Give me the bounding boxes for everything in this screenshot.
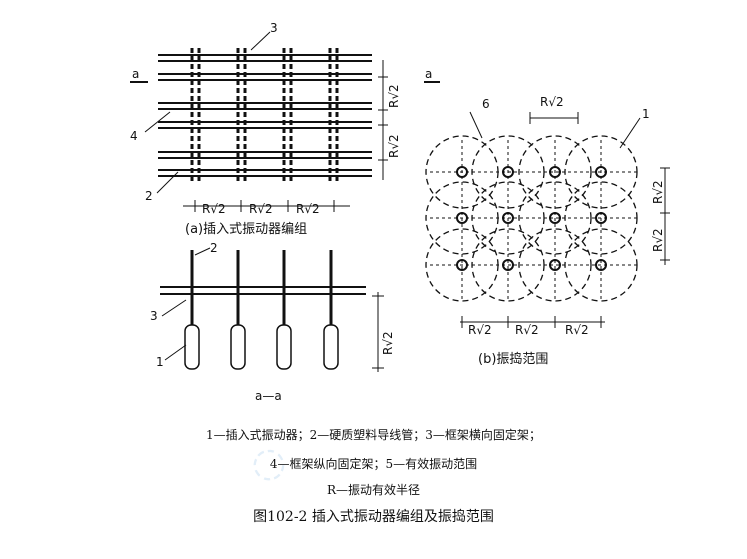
vibration-range-diagram [425, 111, 670, 328]
label-2-section: 2 [210, 241, 218, 255]
label-1-range: 1 [642, 107, 650, 121]
dim-bottom-2: R√2 [249, 202, 273, 216]
legend-line-2: 4—框架纵向固定架；5—有效振动范围 [269, 457, 478, 471]
dim-range-right-1: R√2 [651, 180, 665, 204]
dim-range-bottom-3: R√2 [565, 323, 589, 337]
label-3-top: 3 [270, 21, 278, 35]
vibrator-bodies [184, 324, 339, 370]
caption-b: (b)振捣范围 [478, 351, 548, 367]
dim-bottom-1: R√2 [202, 202, 226, 216]
dim-bottom-3: R√2 [296, 202, 320, 216]
frame-section-view [160, 247, 384, 372]
dim-section: R√2 [381, 331, 395, 355]
label-1-section: 1 [156, 355, 164, 369]
label-6: 6 [482, 97, 490, 111]
section-mark-right: a [425, 67, 432, 81]
dim-right-1: R√2 [387, 84, 401, 108]
dim-range-right-2: R√2 [651, 228, 665, 252]
label-3-section: 3 [150, 309, 158, 323]
dim-right-2: R√2 [387, 134, 401, 158]
caption-a: (a)插入式振动器编组 [185, 222, 307, 237]
label-2-plan: 2 [145, 189, 153, 203]
legend-line-1: 1—插入式振动器；2—硬质塑料导线管；3—框架横向固定架； [206, 428, 541, 442]
section-mark-left: a [132, 67, 139, 81]
dim-range-bottom-2: R√2 [515, 323, 539, 337]
figure-title: 图102-2 插入式振动器编组及振捣范围 [253, 509, 494, 525]
horizontal-rails [158, 54, 372, 177]
dim-top: R√2 [540, 95, 564, 109]
diagram-figure: 3 4 2 a a R√2 R√2 R√2 R√2 R√2 (a)插入式振动器编… [130, 21, 670, 403]
dim-range-bottom-1: R√2 [468, 323, 492, 337]
vertical-members [190, 48, 339, 183]
vibrator-points [456, 166, 607, 271]
legend-line-3: R—振动有效半径 [326, 483, 421, 497]
frame-plan-view [130, 31, 440, 212]
label-4: 4 [130, 129, 138, 143]
grid-lines [430, 140, 640, 300]
section-label-bottom: a—a [255, 389, 282, 403]
